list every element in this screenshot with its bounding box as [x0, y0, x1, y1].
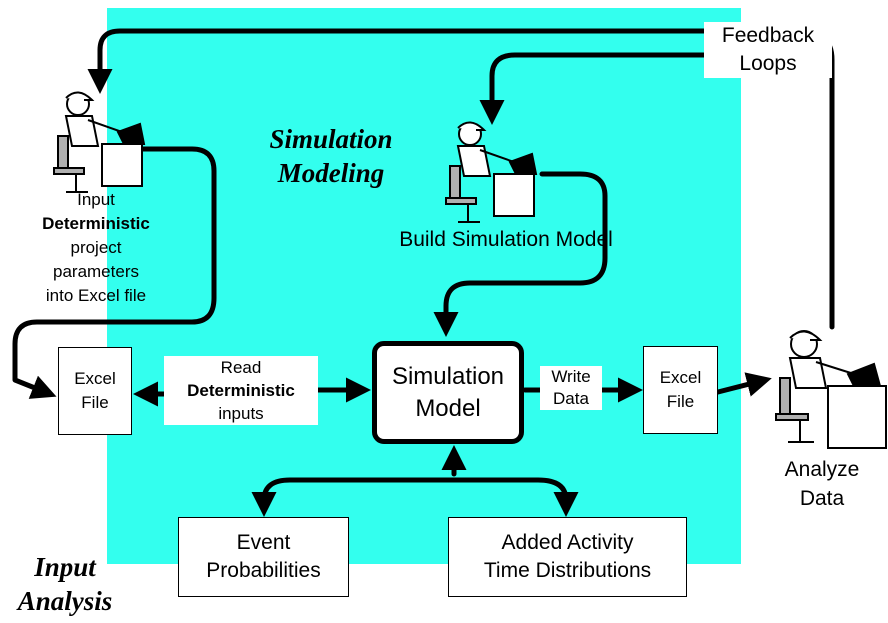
write-data-label: Write Data	[540, 366, 602, 410]
input-analysis-title-line1: Input	[34, 552, 96, 582]
simulation-modeling-title-line2: Modeling	[277, 158, 385, 188]
write-data-line1: Write	[551, 367, 591, 386]
excel-file-output-line1: Excel	[659, 368, 702, 387]
analyze-data-line2: Data	[799, 487, 845, 510]
model-builder-person-icon	[445, 121, 538, 223]
event-probabilities-line1: Event	[236, 531, 291, 554]
input-caption-line5: into Excel file	[45, 286, 147, 305]
feedback-arrow-input	[87, 28, 713, 95]
model-to-event-arrow	[251, 477, 433, 518]
input-deterministic-caption: Input Deterministic project parameters i…	[6, 188, 186, 308]
input-caption-line1: Input	[77, 190, 115, 209]
feedback-loops-label: Feedback Loops	[704, 22, 832, 78]
model-to-activity-arrow	[475, 477, 579, 518]
feedback-loops-line2: Loops	[739, 52, 797, 75]
activity-time-distributions-box: Added Activity Time Distributions	[448, 517, 687, 597]
analyze-data-line1: Analyze	[784, 458, 860, 481]
feedback-arrow-build	[479, 52, 713, 126]
excel-file-input-line1: Excel	[74, 369, 116, 388]
activity-distributions-line2: Time Distributions	[483, 559, 652, 582]
excel-file-input: Excel File	[58, 347, 132, 435]
excel-file-output: Excel File	[643, 346, 718, 434]
build-to-model-arrow	[433, 171, 608, 338]
excel-file-input-line2: File	[81, 393, 109, 412]
input-caption-line3: project	[70, 238, 122, 257]
read-deterministic-inputs-label: Read Deterministic inputs	[164, 356, 318, 425]
analyze-data-caption: Analyze Data	[770, 455, 874, 513]
input-caption-line4: parameters	[53, 262, 139, 281]
excel-file-output-line2: File	[666, 392, 695, 411]
simulation-model-line1: Simulation	[391, 362, 505, 390]
simulation-modeling-title-line1: Simulation	[269, 124, 393, 154]
excel-to-analyst-arrow	[715, 372, 772, 397]
input-caption-line2: Deterministic	[42, 214, 150, 233]
input-analysis-title: Input Analysis	[0, 550, 130, 618]
write-data-line2: Data	[553, 389, 589, 408]
build-simulation-model-caption: Build Simulation Model	[399, 228, 613, 251]
feedback-arrow-analyst	[821, 37, 835, 330]
input-to-excel-arrow	[12, 146, 217, 399]
simulation-model-box: Simulation Model	[372, 341, 524, 444]
simulation-model-line2: Model	[415, 394, 481, 422]
event-probabilities-box: Event Probabilities	[178, 517, 349, 597]
activity-distributions-line1: Added Activity	[501, 531, 634, 554]
read-inputs-line2: Deterministic	[187, 381, 295, 400]
feedback-loops-line1: Feedback	[721, 24, 815, 47]
input-analysis-title-line2: Analysis	[17, 586, 113, 616]
simulation-modeling-title: Simulation Modeling	[236, 122, 426, 190]
data-analyst-person-icon	[775, 330, 887, 449]
read-inputs-line3: inputs	[218, 404, 264, 423]
input-analyst-person-icon	[53, 91, 146, 193]
event-probabilities-line2: Probabilities	[206, 559, 321, 582]
read-inputs-line1: Read	[220, 358, 262, 377]
